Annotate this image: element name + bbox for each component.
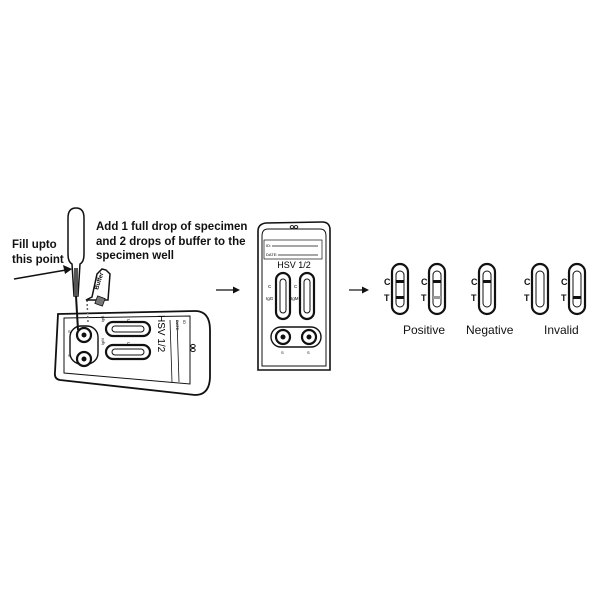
dropper-pipette bbox=[67, 207, 85, 331]
step2-grip-mark bbox=[289, 225, 299, 229]
specimen-well-lower bbox=[75, 350, 93, 368]
result-c-label-1: C bbox=[384, 277, 391, 287]
result-c-label-4: C bbox=[524, 277, 531, 287]
tilted-grip-mark bbox=[190, 343, 196, 353]
step2-date-label: DATE: bbox=[266, 252, 277, 257]
result-strip-2 bbox=[432, 270, 442, 308]
step2-s-label-right: S bbox=[307, 350, 310, 355]
cassette-tilted: S S C C IgG IgM HSV 1/2 ID DATE bbox=[53, 310, 211, 396]
result-t-label-3: T bbox=[471, 293, 477, 303]
step2-igm-window bbox=[298, 271, 316, 321]
tilted-date-label: DATE bbox=[175, 320, 180, 331]
tilted-result-window-upper bbox=[104, 320, 152, 338]
result-label-invalid: Invalid bbox=[544, 323, 579, 337]
fill-label-line-2: this point bbox=[12, 253, 64, 266]
control-line-2 bbox=[433, 280, 441, 283]
arrow-step1-to-step2 bbox=[216, 286, 240, 294]
result-label-negative: Negative bbox=[466, 323, 514, 337]
control-line-3 bbox=[483, 280, 491, 283]
tilted-result-window-lower bbox=[104, 343, 152, 361]
instruction-line-1: Add 1 full drop of specimen bbox=[96, 221, 248, 233]
test-line-2 bbox=[433, 296, 441, 299]
test-line-5 bbox=[573, 296, 581, 299]
step2-igm-label: IgM bbox=[291, 296, 299, 301]
tilted-product-name: HSV 1/2 bbox=[155, 315, 166, 353]
tilted-c-label-upper: C bbox=[127, 318, 131, 323]
tilted-igg-label: IgG bbox=[100, 316, 105, 322]
instruction-line-3: specimen well bbox=[96, 250, 174, 262]
test-line-1 bbox=[396, 296, 404, 299]
result-c-label-5: C bbox=[561, 277, 568, 287]
specimen-well-upper bbox=[69, 325, 99, 365]
result-strip-3 bbox=[482, 270, 492, 308]
step1-group: S S C C IgG IgM HSV 1/2 ID DATE bbox=[13, 207, 211, 396]
step2-c-label-igm: C bbox=[294, 284, 298, 289]
step2-igg-label: IgG bbox=[266, 296, 274, 301]
fill-label-line-1: Fill upto bbox=[12, 239, 57, 251]
step2-id-label: ID: bbox=[266, 243, 271, 248]
fill-line-arrow bbox=[13, 265, 72, 280]
buffer-bottle: Buffer bbox=[85, 268, 111, 323]
result-t-label-2: T bbox=[421, 293, 427, 303]
step2-c-label-igg: C bbox=[268, 284, 272, 289]
result-strip-1 bbox=[395, 270, 405, 308]
result-label-positive: Positive bbox=[403, 323, 446, 337]
result-t-label-5: T bbox=[561, 293, 567, 303]
result-c-label-3: C bbox=[471, 277, 478, 287]
step2-s-label-left: S bbox=[281, 350, 284, 355]
result-strip-5 bbox=[572, 270, 582, 308]
result-t-label-1: T bbox=[384, 293, 390, 303]
step2-igg-window bbox=[274, 271, 292, 321]
result-t-label-4: T bbox=[524, 293, 530, 303]
tilted-igm-label: IgM bbox=[100, 338, 105, 345]
control-line-1 bbox=[396, 280, 404, 283]
step2-specimen-wells bbox=[270, 326, 322, 348]
instruction-text: Add 1 full drop of specimen and 2 drops … bbox=[96, 220, 247, 264]
tilted-s-label-lower: S bbox=[68, 353, 71, 358]
step2-cassette: ID: DATE: HSV 1/2 C IgG C IgM S S bbox=[257, 221, 331, 371]
result-strip-4 bbox=[535, 270, 545, 308]
instruction-line-2: and 2 drops of buffer to the bbox=[96, 235, 246, 248]
tilted-c-label-lower: C bbox=[127, 341, 131, 346]
tilted-s-label-upper: S bbox=[68, 329, 71, 334]
tilted-id-label: ID bbox=[182, 320, 187, 324]
fill-label: Fill upto this point bbox=[12, 238, 64, 267]
result-c-label-2: C bbox=[421, 277, 428, 287]
arrow-step2-to-results bbox=[349, 286, 369, 294]
buffer-label: Buffer bbox=[94, 271, 105, 290]
step2-product-name: HSV 1/2 bbox=[277, 260, 311, 270]
